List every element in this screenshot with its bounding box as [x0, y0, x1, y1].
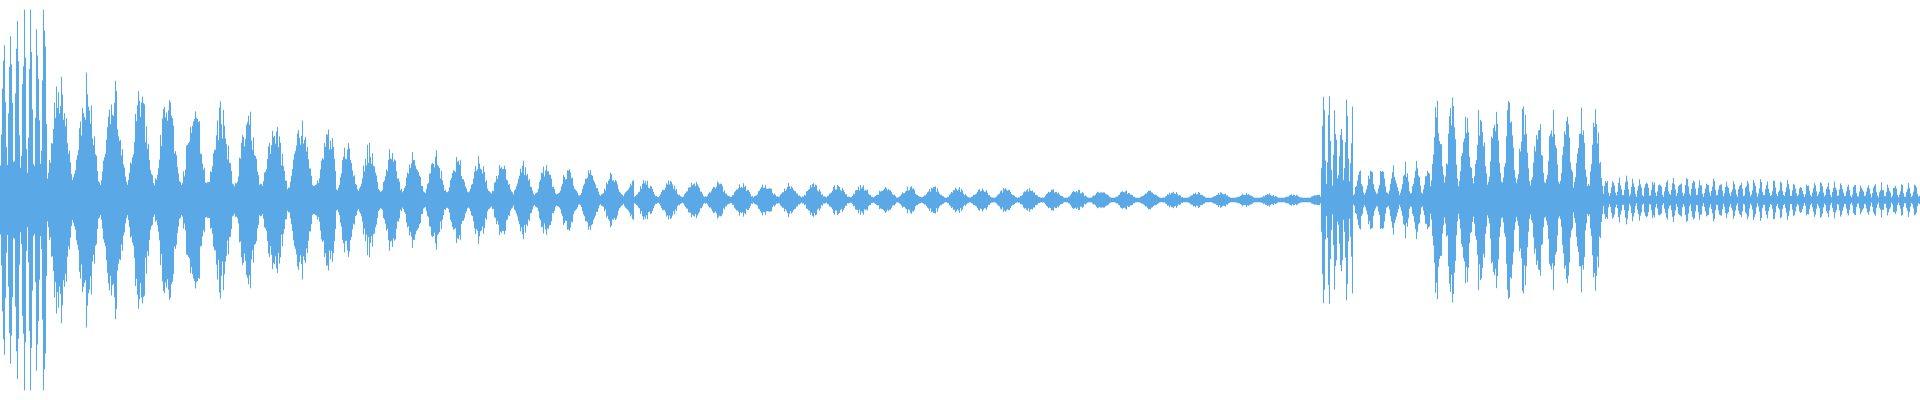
waveform-bars-group: [0, 9, 1920, 391]
